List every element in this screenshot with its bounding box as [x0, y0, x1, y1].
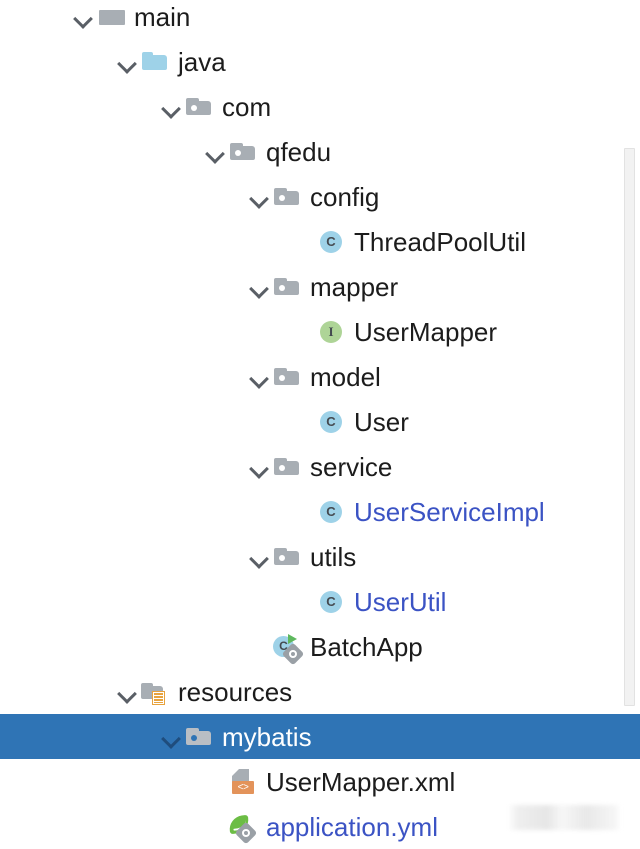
- chevron-down-icon[interactable]: [158, 724, 184, 750]
- tree-leaf-spacer: [202, 769, 228, 795]
- resources-folder-icon: [140, 676, 172, 708]
- tree-leaf-spacer: [246, 634, 272, 660]
- tree-row[interactable]: <>UserMapper.xml: [0, 759, 640, 804]
- tree-row[interactable]: application.yml: [0, 804, 640, 849]
- chevron-down-icon[interactable]: [202, 139, 228, 165]
- tree-leaf-spacer: [290, 409, 316, 435]
- module-icon: [96, 1, 128, 33]
- tree-row-label: config: [310, 181, 380, 212]
- tree-row[interactable]: qfedu: [0, 129, 640, 174]
- vertical-scrollbar-thumb[interactable]: [624, 148, 635, 706]
- package-folder-icon: [272, 451, 304, 483]
- java-class-icon: C: [316, 496, 348, 528]
- tree-row-label: UserMapper.xml: [266, 766, 456, 797]
- redacted-blur-patch: [508, 805, 620, 830]
- indent-spacer: [0, 196, 246, 197]
- tree-row-label: UserUtil: [354, 586, 447, 617]
- tree-row-label: UserMapper: [354, 316, 498, 347]
- package-folder-icon: [272, 181, 304, 213]
- tree-row[interactable]: main: [0, 0, 640, 39]
- indent-spacer: [0, 106, 158, 107]
- indent-spacer: [0, 376, 246, 377]
- indent-spacer: [0, 241, 290, 242]
- java-interface-icon: I: [316, 316, 348, 348]
- vertical-scrollbar-track[interactable]: [624, 0, 640, 838]
- indent-spacer: [0, 286, 246, 287]
- tree-row-label: User: [354, 406, 409, 437]
- chevron-down-icon[interactable]: [246, 544, 272, 570]
- package-folder-icon: [184, 91, 216, 123]
- java-class-icon: C: [316, 406, 348, 438]
- tree-row-label: application.yml: [266, 811, 438, 842]
- package-folder-icon: [184, 721, 216, 753]
- indent-spacer: [0, 646, 246, 647]
- indent-spacer: [0, 331, 290, 332]
- package-folder-icon: [272, 541, 304, 573]
- indent-spacer: [0, 556, 246, 557]
- indent-spacer: [0, 511, 290, 512]
- tree-leaf-spacer: [290, 499, 316, 525]
- chevron-down-icon[interactable]: [246, 364, 272, 390]
- xml-file-icon: <>: [228, 766, 260, 798]
- indent-spacer: [0, 151, 202, 152]
- tree-row[interactable]: com: [0, 84, 640, 129]
- tree-row-label: com: [222, 91, 272, 122]
- indent-spacer: [0, 781, 202, 782]
- indent-spacer: [0, 826, 202, 827]
- chevron-down-icon[interactable]: [114, 49, 140, 75]
- package-folder-icon: [272, 361, 304, 393]
- tree-row-label: mapper: [310, 271, 399, 302]
- chevron-down-icon[interactable]: [114, 679, 140, 705]
- tree-row[interactable]: mapper: [0, 264, 640, 309]
- chevron-down-icon[interactable]: [246, 454, 272, 480]
- indent-spacer: [0, 601, 290, 602]
- indent-spacer: [0, 421, 290, 422]
- tree-row[interactable]: resources: [0, 669, 640, 714]
- tree-row-label: mybatis: [222, 721, 312, 752]
- indent-spacer: [0, 736, 158, 737]
- tree-row-label: service: [310, 451, 393, 482]
- tree-row[interactable]: service: [0, 444, 640, 489]
- indent-spacer: [0, 61, 114, 62]
- chevron-down-icon[interactable]: [246, 274, 272, 300]
- indent-spacer: [0, 16, 70, 17]
- tree-row-label: main: [134, 1, 191, 32]
- indent-spacer: [0, 691, 114, 692]
- tree-leaf-spacer: [290, 589, 316, 615]
- package-folder-icon: [272, 271, 304, 303]
- java-class-icon: C: [316, 586, 348, 618]
- chevron-down-icon[interactable]: [158, 94, 184, 120]
- tree-row[interactable]: mybatis: [0, 714, 640, 759]
- tree-leaf-spacer: [290, 229, 316, 255]
- tree-row-label: UserServiceImpl: [354, 496, 545, 527]
- chevron-down-icon[interactable]: [246, 184, 272, 210]
- tree-row-label: qfedu: [266, 136, 332, 167]
- spring-runnable-class-icon: C: [272, 631, 305, 665]
- tree-row-label: resources: [178, 676, 293, 707]
- chevron-down-icon[interactable]: [70, 4, 96, 30]
- source-folder-icon: [140, 46, 172, 78]
- tree-row-label: ThreadPoolUtil: [354, 226, 526, 257]
- tree-row-label: BatchApp: [310, 631, 423, 662]
- tree-row[interactable]: java: [0, 39, 640, 84]
- tree-row[interactable]: utils: [0, 534, 640, 579]
- indent-spacer: [0, 466, 246, 467]
- tree-row[interactable]: model: [0, 354, 640, 399]
- tree-row-label: java: [178, 46, 226, 77]
- tree-row-label: model: [310, 361, 381, 392]
- java-class-icon: C: [316, 226, 348, 258]
- package-folder-icon: [228, 136, 260, 168]
- tree-row-label: utils: [310, 541, 357, 572]
- tree-leaf-spacer: [202, 814, 228, 840]
- tree-leaf-spacer: [290, 319, 316, 345]
- tree-row[interactable]: config: [0, 174, 640, 219]
